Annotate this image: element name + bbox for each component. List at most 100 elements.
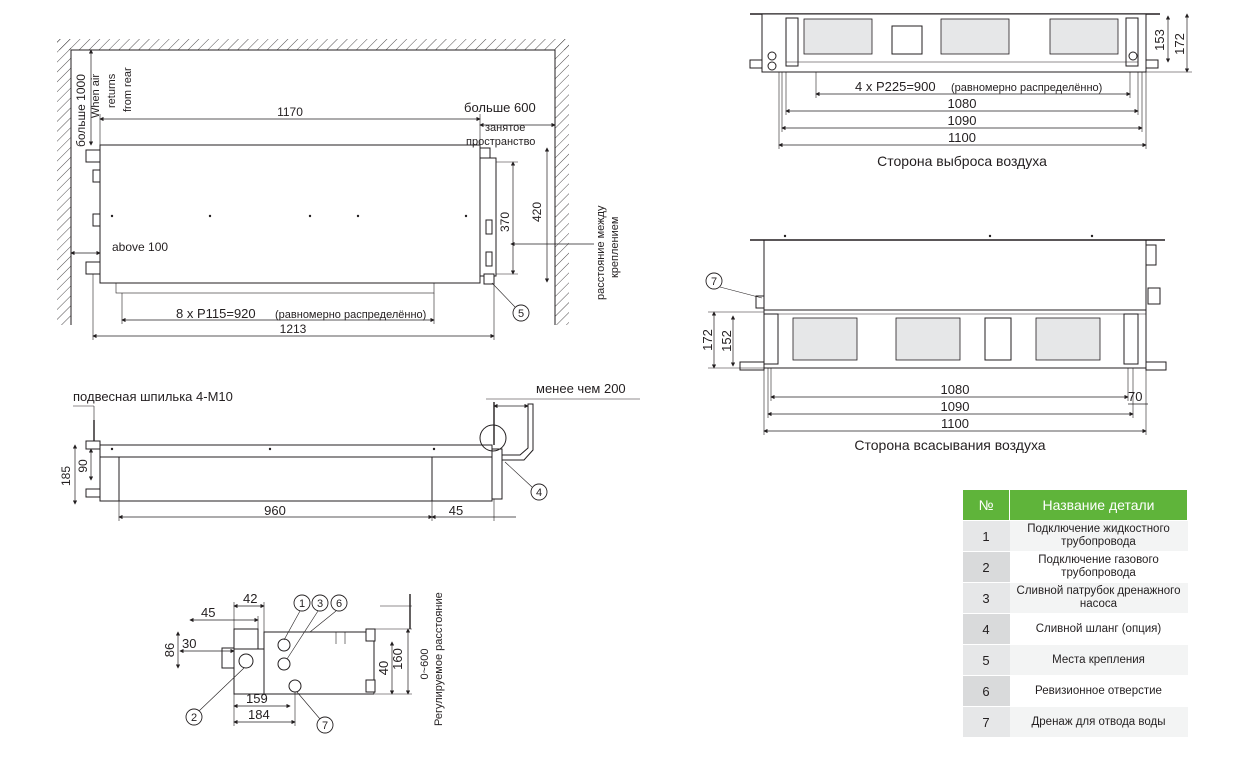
row-name: Сливной шланг (опция): [1009, 613, 1188, 645]
callout-3: 3: [311, 594, 329, 612]
outlet-view: 153 172 4 х P225=900 (равномерно распред…: [749, 13, 1192, 169]
dim-152-inlet: 152: [719, 330, 734, 352]
outlet-dim-1080: 1080: [948, 96, 977, 111]
dim-420: 420: [530, 202, 544, 222]
dim-45: 45: [449, 503, 463, 518]
dim-86: 86: [162, 643, 177, 657]
occupied-space-1: занятое: [485, 122, 525, 134]
table-row: 2 Подключение газового трубопровода: [962, 551, 1188, 583]
side-top-plate: [99, 444, 493, 458]
header-name: Название детали: [1009, 489, 1188, 521]
end-body: [263, 631, 375, 695]
row-num: 7: [962, 706, 1010, 738]
svg-text:7: 7: [322, 720, 328, 732]
inlet-dim-1080: 1080: [941, 382, 970, 397]
row-name: Дренаж для отвода воды: [1009, 706, 1188, 738]
hanger-label: подвесная шпилька 4-M10: [73, 389, 233, 404]
row-num: 1: [962, 520, 1010, 552]
inlet-dim-1090: 1090: [941, 399, 970, 414]
row-num: 6: [962, 675, 1010, 707]
row-name: Места крепления: [1009, 644, 1188, 676]
inlet-top-body: [763, 239, 1147, 311]
parts-table-header: № Название детали: [962, 489, 1188, 521]
table-row: 3 Сливной патрубок дренажного насоса: [962, 582, 1188, 614]
table-row: 4 Сливной шланг (опция): [962, 613, 1188, 645]
svg-text:3: 3: [317, 598, 323, 610]
row-num: 3: [962, 582, 1010, 614]
row-name: Сливной патрубок дренажного насоса: [1009, 582, 1188, 614]
mount-distance-1: расстояние между: [595, 205, 607, 300]
dim-90: 90: [76, 459, 90, 473]
less-than-200: менее чем 200: [536, 381, 626, 396]
dim-40: 40: [376, 661, 391, 675]
callout-5: 5: [512, 304, 530, 322]
outlet-pitch: 4 х P225=900: [855, 79, 936, 94]
dim-30: 30: [182, 636, 196, 651]
plan-view: 1170 больше 1000 When air returns from r…: [57, 39, 621, 340]
table-row: 5 Места крепления: [962, 644, 1188, 676]
outlet-caption: Сторона выброса воздуха: [877, 153, 1047, 169]
outlet-pitch-note: (равномерно распределённо): [951, 82, 1102, 94]
row-num: 4: [962, 613, 1010, 645]
pitch-label: 8 х P115=920: [176, 306, 256, 321]
dim-960: 960: [264, 503, 286, 518]
row-num: 5: [962, 644, 1010, 676]
end-view: 45 42 30 86 159 184 40 160 0~600 Регулир…: [162, 591, 445, 734]
side-view: подвесная шпилька 4-M10 менее чем 200 4 …: [59, 381, 640, 521]
svg-text:5: 5: [518, 308, 524, 320]
mount-distance-2: креплением: [609, 217, 621, 278]
table-row: 7 Дренаж для отвода воды: [962, 706, 1188, 738]
svg-text:4: 4: [536, 487, 542, 499]
table-row: 6 Ревизионное отверстие: [962, 675, 1188, 707]
parts-table: № Название детали 1 Подключение жидкостн…: [962, 489, 1188, 738]
dim-370: 370: [498, 212, 512, 232]
row-name: Подключение жидкостного трубопровода: [1009, 520, 1188, 552]
callout-7-inlet: 7: [705, 272, 723, 290]
inlet-dim-1100: 1100: [941, 416, 969, 431]
occupied-space-2: пространство: [466, 136, 535, 148]
air-return-1: When air: [90, 74, 102, 118]
dim-42: 42: [243, 591, 257, 606]
dim-45-end: 45: [201, 605, 215, 620]
inlet-caption: Сторона всасывания воздуха: [854, 437, 1045, 453]
end-bracket-top: [233, 628, 259, 650]
dim-153-outlet: 153: [1152, 29, 1167, 51]
dim-185: 185: [59, 466, 73, 486]
right-clearance: больше 600: [464, 100, 536, 115]
unit-body-plan: [99, 144, 481, 284]
left-clearance: больше 1000: [74, 74, 88, 147]
dim-172-outlet: 172: [1172, 33, 1187, 55]
ceiling-hatch: [57, 39, 569, 50]
inlet-view: 7 172 152 1080 1090 1100 70 Сторона всас…: [700, 234, 1167, 453]
row-name: Подключение газового трубопровода: [1009, 551, 1188, 583]
pitch-note: (равномерно распределённо): [275, 309, 426, 321]
dim-160: 160: [390, 648, 405, 670]
side-body: [118, 456, 433, 502]
header-num: №: [962, 489, 1010, 521]
above-100: above 100: [112, 240, 168, 254]
air-return-3: from rear: [122, 67, 134, 112]
dim-159: 159: [246, 691, 268, 706]
dim-172-inlet: 172: [700, 329, 715, 351]
inlet-dim-70: 70: [1128, 389, 1142, 404]
air-return-2: returns: [106, 73, 118, 108]
dim-184: 184: [248, 707, 270, 722]
svg-text:7: 7: [711, 276, 717, 288]
table-row: 1 Подключение жидкостного трубопровода: [962, 520, 1188, 552]
outlet-dim-1090: 1090: [948, 113, 977, 128]
callout-4: 4: [530, 483, 548, 501]
outlet-dim-1100: 1100: [948, 130, 976, 145]
svg-text:2: 2: [191, 712, 197, 724]
callout-6: 6: [330, 594, 348, 612]
callout-1: 1: [293, 594, 311, 612]
callout-7-end: 7: [316, 716, 334, 734]
svg-text:6: 6: [336, 598, 342, 610]
svg-text:1: 1: [299, 598, 305, 610]
callout-2: 2: [185, 708, 203, 726]
left-wall-hatch: [57, 39, 71, 325]
range-0-600: 0~600: [419, 649, 431, 680]
row-name: Ревизионное отверстие: [1009, 675, 1188, 707]
row-num: 2: [962, 551, 1010, 583]
dim-1213: 1213: [280, 322, 307, 336]
